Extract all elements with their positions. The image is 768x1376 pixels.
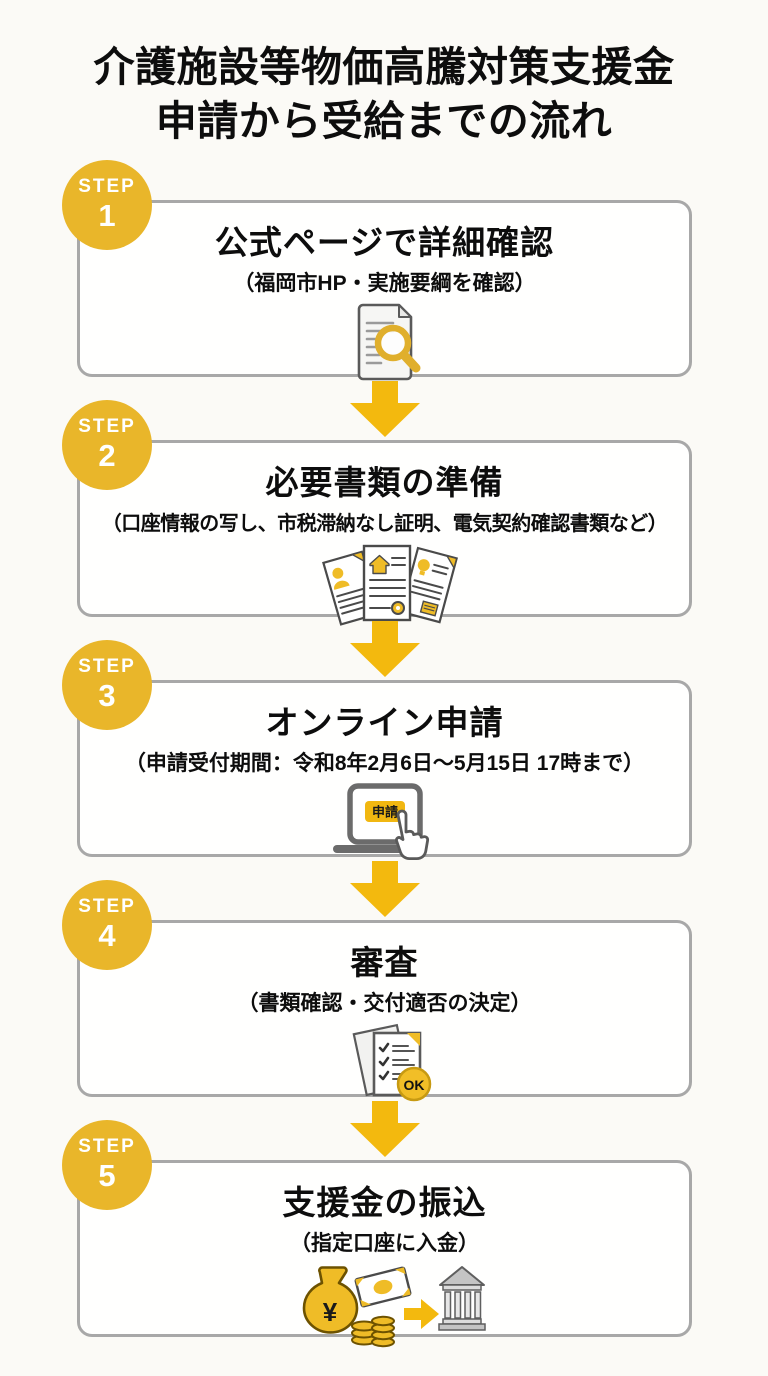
hand-cursor-icon bbox=[395, 809, 430, 860]
step-1-subheading: （福岡市HP・実施要綱を確認） bbox=[233, 272, 536, 295]
step-5-badge: STEP 5 bbox=[62, 1120, 152, 1210]
step-3-label: STEP bbox=[78, 656, 136, 677]
step-2-subheading: （口座情報の写し、市税滞納なし証明、電気契約確認書類など） bbox=[101, 513, 668, 535]
step-5-label: STEP bbox=[78, 1136, 136, 1157]
step-5-box: 支援金の振込 （指定口座に入金） ¥ bbox=[77, 1160, 692, 1348]
banknote-icon bbox=[354, 1266, 411, 1308]
step-1-number: 1 bbox=[98, 198, 116, 233]
step-2-heading: 必要書類の準備 bbox=[265, 464, 504, 501]
down-arrow-icon bbox=[350, 621, 420, 677]
step-3-box: オンライン申請 （申請受付期間：令和8年2月6日～5月15日 17時まで） 申請 bbox=[77, 680, 692, 860]
step-4-subheading: （書類確認・交付適否の決定） bbox=[237, 992, 532, 1015]
step-3-number: 3 bbox=[98, 678, 116, 713]
money-transfer-bank-icon: ¥ bbox=[302, 1266, 486, 1348]
step-4-label: STEP bbox=[78, 896, 136, 917]
down-arrow-icon bbox=[350, 381, 420, 437]
step-1-badge: STEP 1 bbox=[62, 160, 152, 250]
title-line-1: 介護施設等物価高騰対策支援金 bbox=[93, 44, 675, 90]
step-1-heading: 公式ページで詳細確認 bbox=[214, 224, 555, 261]
down-arrow-icon bbox=[350, 861, 420, 917]
money-bag-icon: ¥ bbox=[302, 1266, 358, 1334]
step-4-heading: 審査 bbox=[350, 944, 419, 981]
step-4-number: 4 bbox=[98, 918, 116, 953]
apply-button bbox=[365, 801, 405, 822]
step-2-box: 必要書類の準備 （口座情報の写し、市税滞納なし証明、電気契約確認書類など） bbox=[77, 440, 692, 626]
step-1-label: STEP bbox=[78, 176, 136, 197]
step-3-badge: STEP 3 bbox=[62, 640, 152, 730]
bank-icon bbox=[437, 1266, 486, 1331]
step-3-heading: オンライン申請 bbox=[265, 704, 504, 741]
laptop-apply-icon: 申請 bbox=[333, 783, 430, 860]
right-arrow-icon bbox=[403, 1299, 439, 1329]
apply-button-label: 申請 bbox=[372, 805, 398, 820]
checklist-ok-icon: OK bbox=[352, 1023, 432, 1102]
documents-icon bbox=[321, 544, 458, 626]
step-2-badge: STEP 2 bbox=[62, 400, 152, 490]
title-line-2: 申請から受給までの流れ bbox=[155, 98, 613, 145]
step-4-box: 審査 （書類確認・交付適否の決定） OK bbox=[77, 920, 692, 1102]
step-5-number: 5 bbox=[98, 1158, 116, 1193]
step-2-number: 2 bbox=[98, 438, 116, 473]
document-magnifier-icon bbox=[357, 303, 421, 381]
ok-badge-label: OK bbox=[404, 1077, 425, 1093]
step-3-subheading: （申請受付期間：令和8年2月6日～5月15日 17時まで） bbox=[124, 752, 645, 775]
step-5-subheading: （指定口座に入金） bbox=[290, 1232, 479, 1255]
down-arrow-icon bbox=[350, 1101, 420, 1157]
yen-symbol: ¥ bbox=[322, 1297, 337, 1327]
coins-icon bbox=[350, 1315, 395, 1348]
step-5-heading: 支援金の振込 bbox=[282, 1184, 487, 1221]
step-2-label: STEP bbox=[78, 416, 136, 437]
step-4-badge: STEP 4 bbox=[62, 880, 152, 970]
step-1-box: 公式ページで詳細確認 （福岡市HP・実施要綱を確認） bbox=[77, 200, 692, 381]
page-title: 介護施設等物価高騰対策支援金 申請から受給までの流れ bbox=[0, 40, 768, 148]
